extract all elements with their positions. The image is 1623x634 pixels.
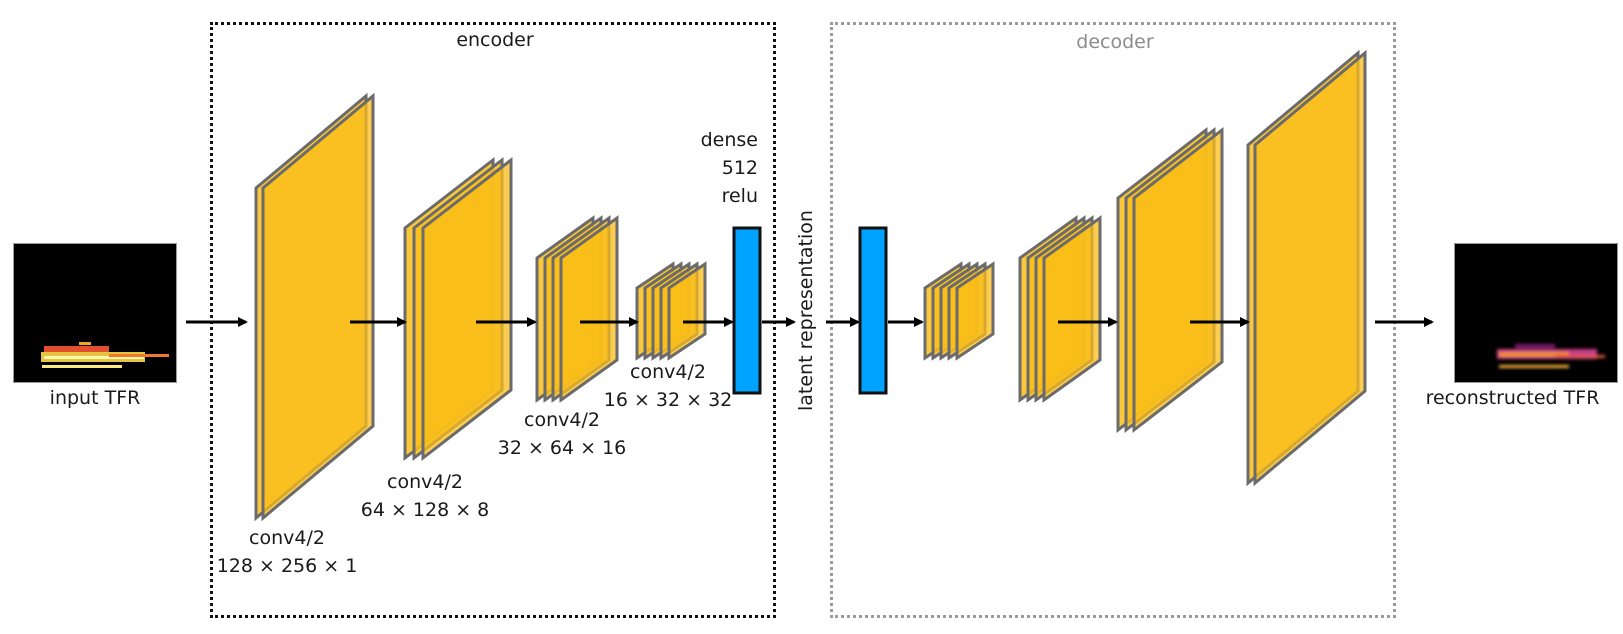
enc-layer2-shape-label: 64 × 128 × 8 [360,499,490,521]
enc-layer1-shape-label: 128 × 256 × 1 [216,555,358,577]
input-tfr-image [13,243,177,383]
decoder-layer-1 [923,261,995,361]
encoder-layer-3 [535,215,619,403]
decoder-dense-block [858,226,888,395]
decoder-layer-2-map-4 [1042,215,1102,403]
reconstructed-tfr-label: reconstructed TFR [1425,387,1600,409]
encoder-group-box [210,22,776,618]
encoder-label: encoder [456,29,534,51]
input-tfr-label: input TFR [49,387,141,409]
decoder-layer-4-map-2 [1253,49,1367,487]
dense-units-label: 512 [721,157,758,179]
encoder-layer-4-map-5 [667,261,707,361]
decoder-layer-4 [1246,49,1367,487]
reconstructed-tfr-image [1454,243,1618,383]
encoder-layer-4 [635,261,707,361]
enc-layer3-shape-label: 32 × 64 × 16 [497,437,627,459]
decoder-layer-1-map-5 [955,261,995,361]
dense-activation-label: relu [721,185,758,207]
decoder-layer-3 [1116,126,1224,434]
encoder-layer-2 [403,156,513,462]
enc-layer4-op-label: conv4/2 [630,361,706,383]
enc-layer4-shape-label: 16 × 32 × 32 [603,389,733,411]
decoder-label: decoder [1076,31,1154,53]
decoder-layer-2 [1018,215,1102,403]
decoder-group-box [830,22,1396,618]
encoder-layer-2-map-3 [421,156,513,462]
encoder-layer-1 [254,92,375,522]
encoder-dense-block [732,226,762,395]
encoder-layer-1-map-2 [261,92,375,522]
enc-layer2-op-label: conv4/2 [387,471,463,493]
input-spectrogram [41,342,169,368]
enc-layer1-op-label: conv4/2 [249,527,325,549]
dense-type-label: dense [700,129,758,151]
reconstructed-spectrogram [1497,344,1605,368]
enc-layer3-op-label: conv4/2 [524,409,600,431]
encoder-layer-3-map-4 [559,215,619,403]
decoder-layer-3-map-3 [1132,126,1224,434]
